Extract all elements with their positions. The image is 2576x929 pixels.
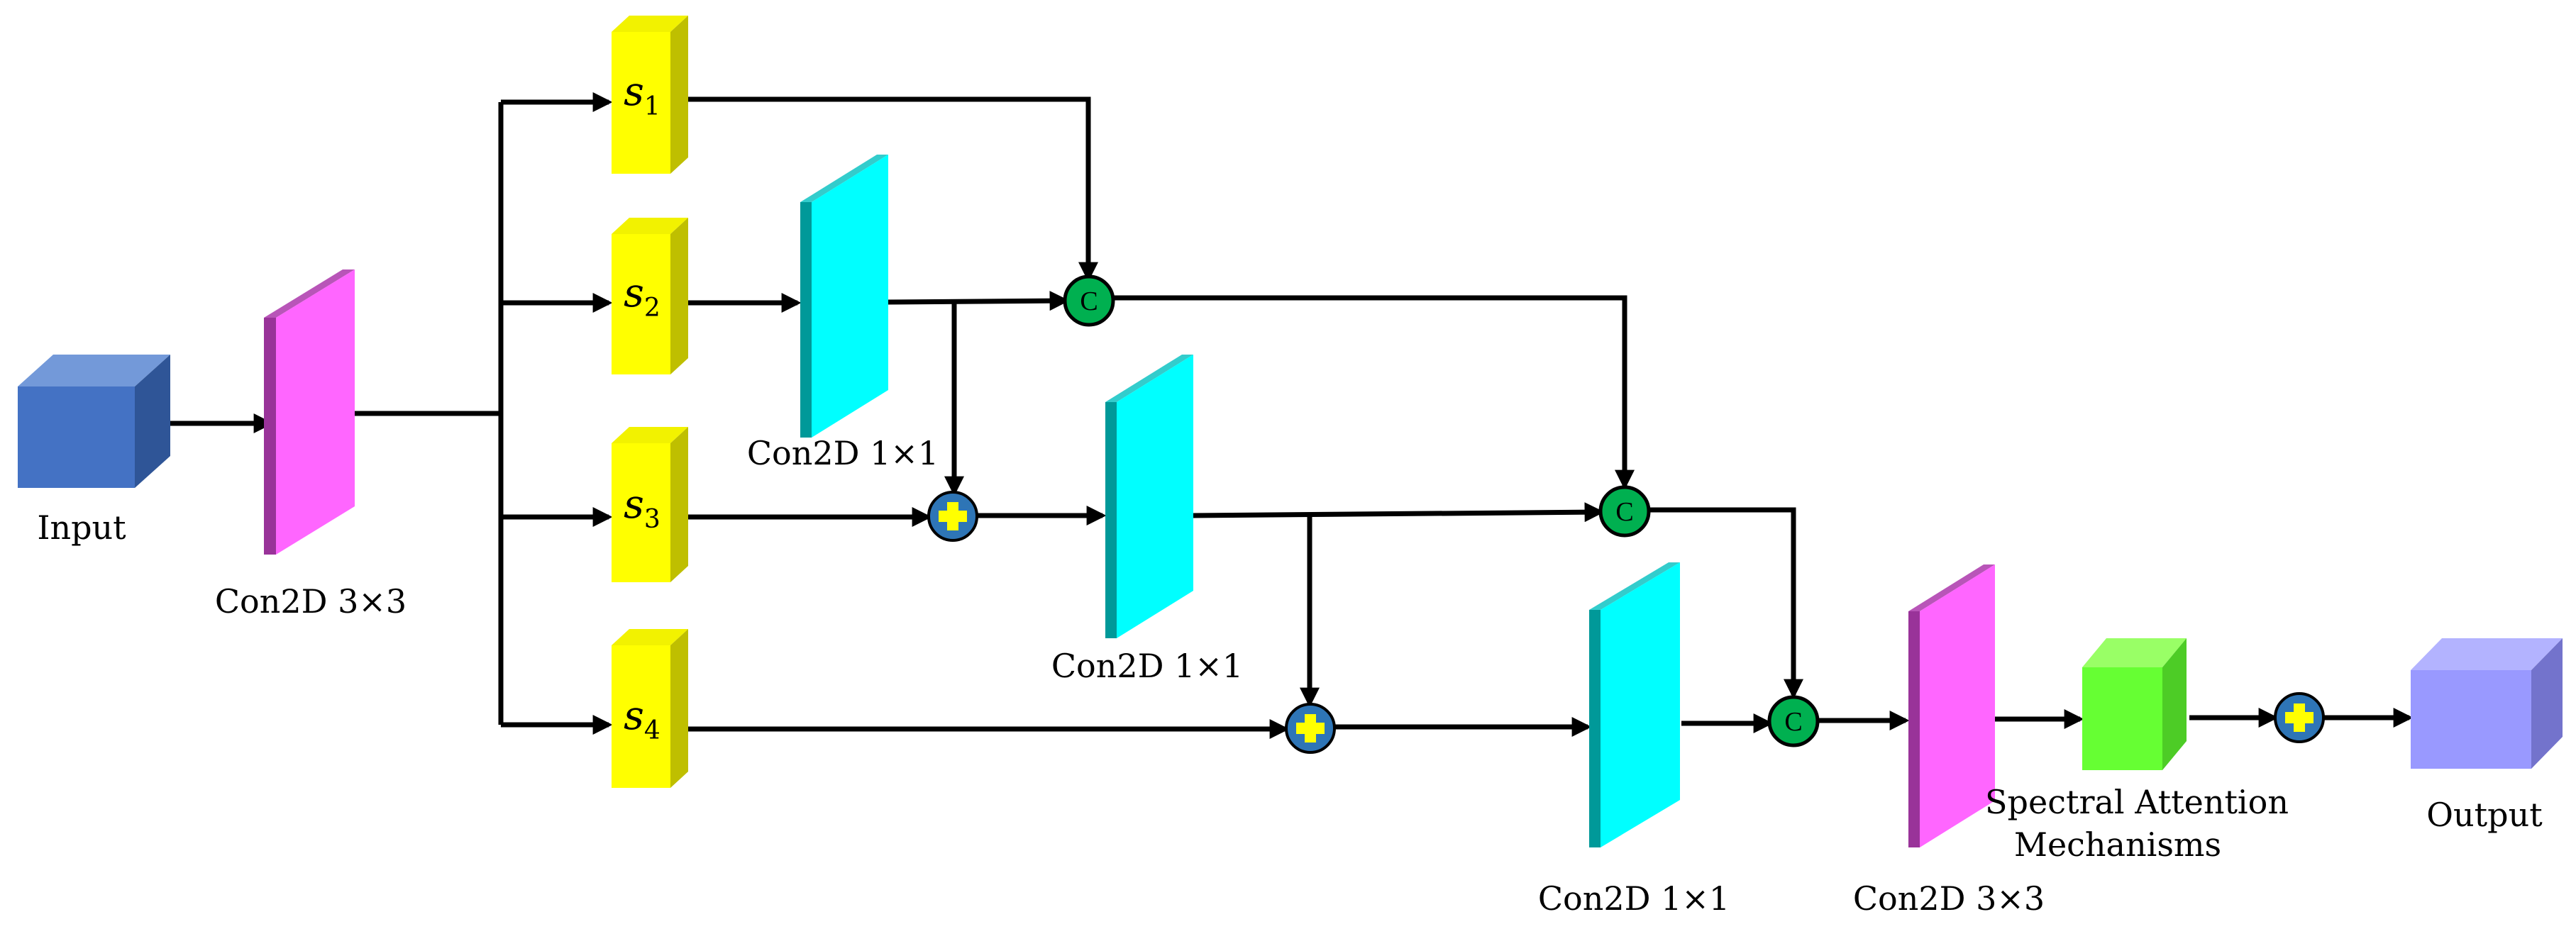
- split-block-s4: [612, 629, 688, 788]
- attention-label-line2: Mechanisms: [2014, 825, 2221, 864]
- output-block: [2411, 638, 2563, 769]
- conv3x3-first-block: [264, 269, 355, 555]
- split-label-s1: s1: [624, 69, 660, 121]
- edge-conv-b-to-concat2: [1191, 502, 1605, 523]
- edge-concat1-to-concat2: [1114, 295, 1635, 490]
- conv1x1-c-label: Con2D 1×1: [1538, 879, 1730, 918]
- concat-node-3: C: [1767, 695, 1820, 747]
- concat-node-2: C: [1598, 485, 1651, 538]
- conv1x1-c-block: [1589, 562, 1680, 847]
- attention-block: [2082, 638, 2187, 770]
- conv3x3-last-block: [1908, 564, 1995, 847]
- add-node-2: [1285, 703, 1336, 754]
- conv1x1-b-block: [1105, 355, 1193, 638]
- output-label: Output: [2426, 796, 2543, 834]
- plus-icon: [939, 502, 967, 530]
- svg-text:C: C: [1784, 707, 1802, 737]
- add-node-1: [927, 491, 978, 542]
- add-node-3: [2274, 692, 2325, 743]
- plus-icon: [2285, 703, 2314, 732]
- plus-icon: [1296, 714, 1325, 742]
- split-label-s4: s4: [624, 693, 660, 745]
- svg-text:C: C: [1615, 497, 1633, 527]
- split-label-s2: s2: [624, 270, 660, 323]
- conv1x1-a-label: Con2D 1×1: [747, 434, 939, 472]
- split-block-s2: [612, 218, 688, 374]
- conv3x3-first-label: Con2D 3×3: [215, 582, 407, 621]
- split-label-s3: s3: [624, 482, 660, 534]
- input-block: [18, 355, 170, 488]
- conv1x1-b-label: Con2D 1×1: [1051, 647, 1243, 685]
- input-label: Input: [37, 508, 126, 547]
- split-block-s1: [612, 16, 688, 174]
- conv3x3-last-label: Con2D 3×3: [1853, 879, 2045, 918]
- edge-concat2-to-concat3: [1649, 507, 1803, 699]
- connections: [162, 92, 2414, 739]
- svg-text:C: C: [1080, 287, 1098, 316]
- edge-conv-a-to-concat1: [886, 291, 1070, 311]
- attention-label-line1: Spectral Attention: [1985, 783, 2289, 821]
- concat-node-1: C: [1063, 274, 1115, 327]
- conv1x1-a-block: [800, 155, 888, 438]
- edge-s1-to-concat1: [688, 96, 1098, 282]
- split-block-s3: [612, 427, 688, 582]
